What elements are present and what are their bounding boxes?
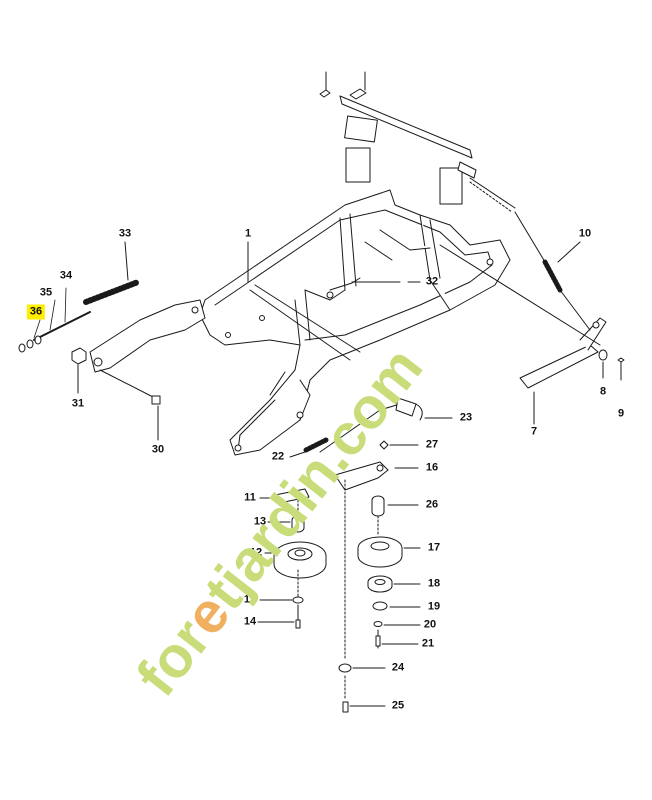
callout-27: 27: [425, 438, 439, 451]
part-32: [329, 277, 401, 291]
leader-lines: [247, 241, 421, 283]
callout-14: 14: [243, 615, 257, 628]
right-pulley-stack: [357, 495, 421, 649]
callout-15: 15: [243, 593, 257, 606]
callout-23: 23: [459, 411, 473, 424]
parts-8-9: [439, 244, 625, 381]
callout-9: 9: [617, 407, 625, 420]
callout-18: 18: [427, 577, 441, 590]
callout-17: 17: [427, 541, 441, 554]
callout-34: 34: [59, 269, 73, 282]
top-rod-assembly: [319, 71, 516, 213]
callout-30: 30: [151, 443, 165, 456]
callout-21: 21: [421, 637, 435, 650]
idler-arm-16: [334, 440, 419, 491]
callout-31: 31: [71, 397, 85, 410]
left-pulley-stack: [257, 488, 327, 629]
callout-32: 32: [425, 275, 439, 288]
callout-33: 33: [118, 227, 132, 240]
callout-12: 12: [249, 546, 263, 559]
main-frame: [199, 189, 511, 456]
callout-25: 25: [391, 699, 405, 712]
callout-36-highlighted: 36: [26, 304, 46, 320]
callout-8: 8: [599, 385, 607, 398]
callout-13: 13: [253, 515, 267, 528]
right-lever-7: [519, 317, 607, 425]
callout-10: 10: [578, 227, 592, 240]
spring-33: [83, 241, 141, 305]
callout-19: 19: [427, 600, 441, 613]
parts-30-31: [71, 347, 161, 441]
callout-16: 16: [425, 461, 439, 474]
callout-1: 1: [244, 227, 252, 240]
callout-11: 11: [244, 491, 256, 504]
bolt-assembly-34-36: [18, 287, 91, 353]
callout-26: 26: [425, 498, 439, 511]
callout-7: 7: [530, 425, 538, 438]
cable-23: [289, 397, 453, 458]
callout-20: 20: [423, 618, 437, 631]
callout-22: 22: [271, 450, 285, 463]
parts-24-25: [338, 479, 386, 713]
left-lever-arm: [89, 299, 206, 373]
callout-35: 35: [39, 286, 53, 299]
spring-10: [514, 211, 591, 331]
callout-24: 24: [391, 661, 405, 674]
